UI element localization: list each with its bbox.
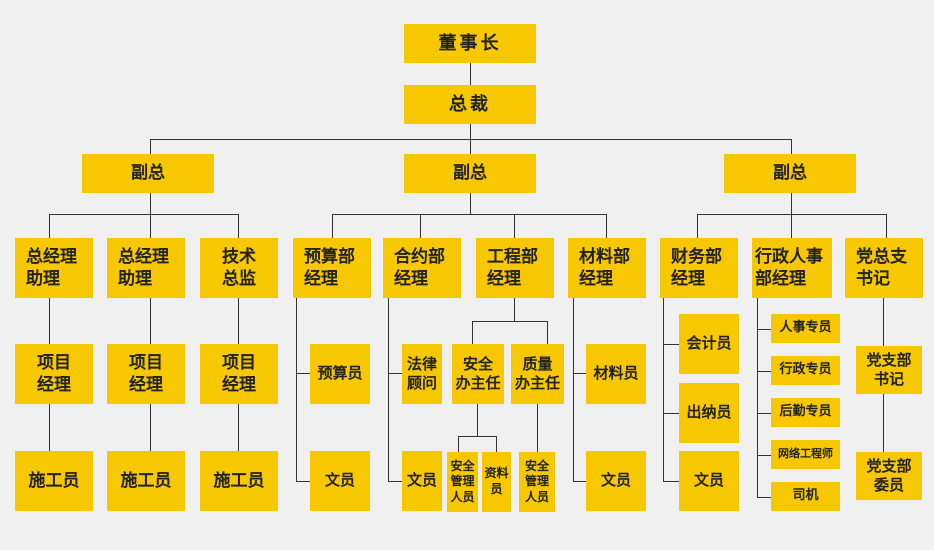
project-manager-2-box: 项目 经理 (107, 344, 185, 404)
chairman-box: 董事长 (404, 24, 536, 63)
branch-secretary-box: 党支部 书记 (856, 346, 922, 394)
material-manager-box: 材料部 经理 (568, 238, 646, 298)
hr-admin-manager-box: 行政人事 部经理 (752, 238, 832, 298)
accountant-box: 会计员 (679, 314, 739, 374)
safety-staff-1-box: 安全 管理 人员 (447, 452, 478, 512)
contract-clerk-box: 文员 (402, 451, 442, 511)
budget-manager-box: 预算部 经理 (293, 238, 371, 298)
vice-president-right-box: 副总 (724, 154, 856, 193)
safety-staff-2-box: 安全 管理 人员 (519, 452, 555, 512)
data-staff-box: 资料 员 (482, 452, 511, 512)
safety-office-head-box: 安全 办主任 (452, 344, 504, 404)
driver-box: 司机 (771, 482, 840, 511)
budget-staff-box: 预算员 (310, 344, 370, 404)
project-manager-3-box: 项目 经理 (200, 344, 278, 404)
gm-assistant-2-box: 总经理 助理 (107, 238, 185, 298)
network-engineer-box: 网络工程师 (771, 440, 840, 469)
cashier-box: 出纳员 (679, 383, 739, 443)
finance-manager-box: 财务部 经理 (660, 238, 738, 298)
president-box: 总裁 (404, 85, 536, 124)
engineering-manager-box: 工程部 经理 (476, 238, 554, 298)
logistics-specialist-box: 后勤专员 (771, 398, 840, 427)
vice-president-left-box: 副总 (82, 154, 214, 193)
material-clerk-box: 文员 (586, 451, 646, 511)
gm-assistant-1-box: 总经理 助理 (15, 238, 93, 298)
vice-president-middle-box: 副总 (404, 154, 536, 193)
finance-clerk-box: 文员 (679, 451, 739, 511)
hr-specialist-box: 人事专员 (771, 314, 840, 343)
legal-advisor-box: 法律 顾问 (402, 344, 442, 404)
construction-worker-2-box: 施工员 (107, 451, 185, 511)
party-secretary-box: 党总支 书记 (845, 238, 923, 298)
construction-worker-3-box: 施工员 (200, 451, 278, 511)
budget-clerk-box: 文员 (310, 451, 370, 511)
project-manager-1-box: 项目 经理 (15, 344, 93, 404)
quality-office-head-box: 质量 办主任 (511, 344, 564, 404)
technical-director-box: 技术 总监 (200, 238, 278, 298)
material-staff-box: 材料员 (586, 344, 646, 404)
branch-member-box: 党支部 委员 (856, 452, 922, 500)
contract-manager-box: 合约部 经理 (383, 238, 461, 298)
construction-worker-1-box: 施工员 (15, 451, 93, 511)
admin-specialist-box: 行政专员 (771, 356, 840, 385)
